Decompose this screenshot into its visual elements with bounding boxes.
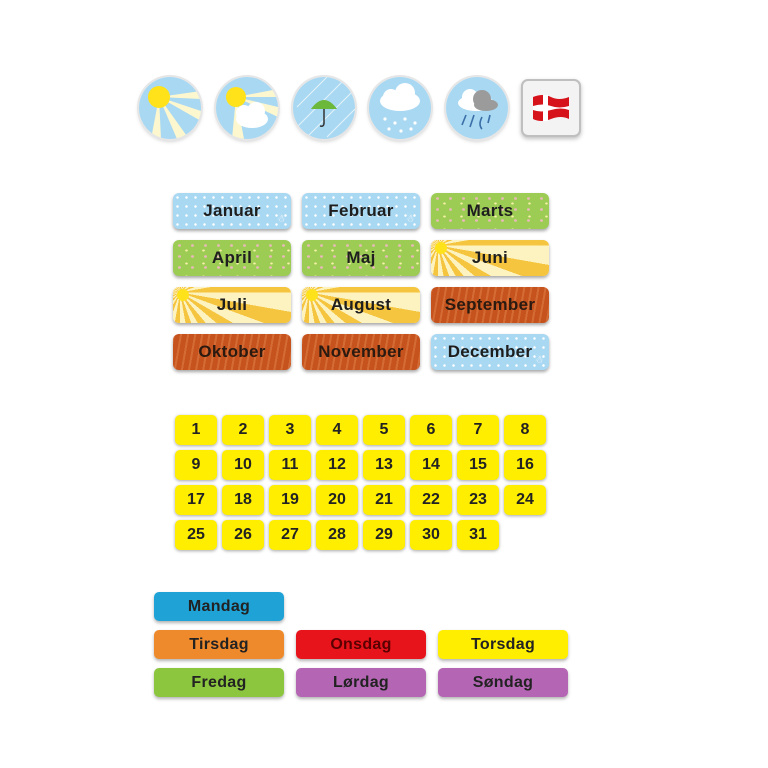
day-tile[interactable]: 7 (457, 415, 499, 445)
day-tile[interactable]: 1 (175, 415, 217, 445)
danish-flag-tile[interactable] (521, 79, 581, 137)
month-label: Juni (471, 248, 509, 267)
day-tile[interactable]: 9 (175, 450, 217, 480)
sun-icon (177, 289, 189, 301)
month-maj[interactable]: Maj (302, 240, 420, 276)
month-label: August (330, 295, 392, 314)
day-tile[interactable]: 14 (410, 450, 452, 480)
weekday-sondag[interactable]: Søndag (438, 668, 568, 697)
day-tile[interactable]: 12 (316, 450, 358, 480)
weekday-fredag[interactable]: Fredag (154, 668, 284, 697)
day-tile[interactable]: 23 (457, 485, 499, 515)
day-tile[interactable]: 17 (175, 485, 217, 515)
day-tile[interactable]: 19 (269, 485, 311, 515)
day-tile[interactable]: 30 (410, 520, 452, 550)
snowman-icon: ☃ (405, 214, 415, 225)
month-april[interactable]: April (173, 240, 291, 276)
snowman-icon: ☃ (534, 355, 544, 366)
day-tile[interactable]: 10 (222, 450, 264, 480)
snow-cloud-icon[interactable] (369, 77, 431, 139)
month-august[interactable]: August (302, 287, 420, 323)
day-tile[interactable]: 5 (363, 415, 405, 445)
day-tile[interactable]: 22 (410, 485, 452, 515)
day-tile[interactable]: 16 (504, 450, 546, 480)
day-tile[interactable]: 2 (222, 415, 264, 445)
day-tile[interactable]: 8 (504, 415, 546, 445)
month-label: September (444, 295, 536, 314)
storm-cloud-icon[interactable] (446, 77, 508, 139)
day-tile[interactable]: 21 (363, 485, 405, 515)
month-label: Oktober (198, 342, 266, 361)
snowman-icon: ☃ (276, 214, 286, 225)
month-label: Februar (328, 201, 394, 220)
weekday-lordag[interactable]: Lørdag (296, 668, 426, 697)
month-september[interactable]: September (431, 287, 549, 323)
month-label: Januar (203, 201, 261, 220)
sun-icon (306, 289, 318, 301)
weekday-mandag[interactable]: Mandag (154, 592, 284, 621)
month-juni[interactable]: Juni (431, 240, 549, 276)
day-tile[interactable]: 31 (457, 520, 499, 550)
rain-umbrella-icon[interactable] (293, 77, 355, 139)
day-tile[interactable]: 20 (316, 485, 358, 515)
day-tile[interactable]: 4 (316, 415, 358, 445)
month-label: December (447, 342, 533, 361)
sun-icon[interactable] (139, 77, 201, 139)
month-juli[interactable]: Juli (173, 287, 291, 323)
danish-flag-icon (533, 95, 569, 121)
month-februar[interactable]: Februar ☃ (302, 193, 420, 229)
day-tile[interactable]: 6 (410, 415, 452, 445)
day-tile[interactable]: 15 (457, 450, 499, 480)
day-tile[interactable]: 11 (269, 450, 311, 480)
weekday-onsdag[interactable]: Onsdag (296, 630, 426, 659)
month-label: Maj (346, 248, 376, 267)
day-tile[interactable]: 28 (316, 520, 358, 550)
weekday-torsdag[interactable]: Torsdag (438, 630, 568, 659)
month-label: November (318, 342, 404, 361)
day-tile[interactable]: 24 (504, 485, 546, 515)
day-tile[interactable]: 3 (269, 415, 311, 445)
month-label: Marts (466, 201, 514, 220)
day-tile[interactable]: 29 (363, 520, 405, 550)
month-label: Juli (216, 295, 248, 314)
day-tile[interactable]: 27 (269, 520, 311, 550)
sun-cloud-icon[interactable] (216, 77, 278, 139)
day-tile[interactable]: 18 (222, 485, 264, 515)
month-marts[interactable]: Marts (431, 193, 549, 229)
month-januar[interactable]: Januar ☃ (173, 193, 291, 229)
day-tile[interactable]: 26 (222, 520, 264, 550)
day-tile[interactable]: 25 (175, 520, 217, 550)
month-oktober[interactable]: Oktober (173, 334, 291, 370)
weekday-tirsdag[interactable]: Tirsdag (154, 630, 284, 659)
month-december[interactable]: December☃ (431, 334, 549, 370)
day-tile[interactable]: 13 (363, 450, 405, 480)
month-label: April (211, 248, 253, 267)
sun-icon (435, 242, 447, 254)
month-november[interactable]: November (302, 334, 420, 370)
